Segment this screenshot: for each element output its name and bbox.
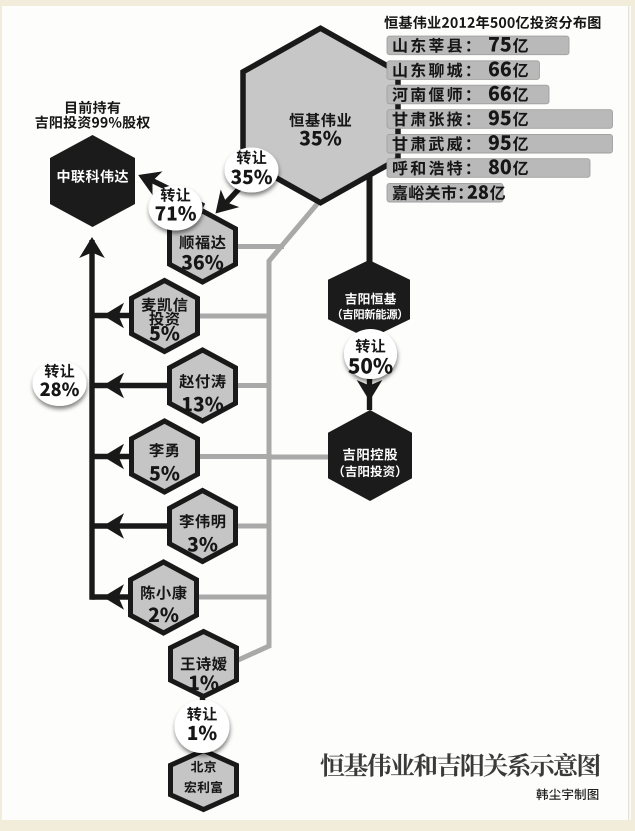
connector-hengji-to-wangshiyuan: [234, 198, 323, 664]
node-hexagon-zhonglianke: [50, 135, 135, 227]
node-alias-jiyanghengji: （吉阳新能源）: [325, 307, 415, 323]
node-share-shunfuda: 36%: [175, 250, 230, 274]
node-hexagon-jiyangkonggu: [328, 410, 412, 501]
node-label-zhonglianke: 中联科伟达: [50, 167, 134, 186]
bar-3-甘肃张掖: [386, 109, 613, 129]
arrowhead-up-zhonglianke: [79, 237, 105, 258]
bar-1-label: 山东聊城：: [390, 60, 487, 81]
node-label1-honglifu: 北京: [185, 759, 223, 777]
transfer-share-t50: 50%: [342, 353, 399, 379]
node-share-liweiming: 3%: [181, 532, 224, 556]
node-label-liweiming: 李伟明: [173, 512, 232, 532]
gray-connectors: [198, 198, 329, 664]
bar-4-label: 甘肃武威：: [390, 134, 487, 155]
arrowhead-row-chenxiaokang: [103, 584, 124, 610]
bar-1-unit: 亿: [510, 60, 534, 81]
arrowhead-row-liyong: [103, 443, 124, 470]
node-share-maikaixin: 5%: [143, 321, 186, 345]
bar-0-unit: 亿: [510, 36, 534, 57]
node-hexagon-liweiming: [167, 487, 238, 565]
node-label-zhaofutao: 赵付涛: [173, 372, 232, 392]
transfer-share-t35: 35%: [225, 165, 279, 189]
bar-0-label: 山东莘县：: [390, 36, 487, 57]
bar-2-label: 河南偃师：: [390, 85, 487, 106]
transfer-share-t71: 71%: [149, 202, 203, 226]
bar-4-unit: 亿: [510, 134, 534, 155]
node-alias-jiyangkonggu: （吉阳投资）: [326, 463, 414, 481]
arrowhead-row-zhaofutao: [103, 372, 124, 399]
arrowhead-transfer71: [138, 171, 163, 195]
node-label-chenxiaokang: 陈小康: [134, 583, 193, 603]
node-hexagon-liyong: [129, 418, 200, 495]
node-share-liyong: 5%: [143, 461, 186, 485]
node-share-hengjiweiye: 35%: [293, 126, 348, 150]
bar-6-unit: 亿: [487, 183, 511, 204]
bar-3-unit: 亿: [510, 109, 534, 130]
bar-5-unit: 亿: [510, 158, 534, 179]
bar-2-unit: 亿: [510, 85, 534, 106]
bar-5-label: 呼和浩特：: [390, 158, 487, 179]
node-hexagon-wangshiyuan: [168, 628, 239, 700]
paper-fold-line: [628, 6, 630, 820]
arrowhead-row-liweiming: [103, 513, 124, 539]
node-label2-honglifu: 宏利富: [178, 779, 229, 797]
transfer-share-t1: 1%: [181, 721, 223, 745]
footer-title: 恒基伟业和吉阳关系示意图: [318, 750, 607, 780]
holding-note-line2: 吉阳投资99%股权: [29, 114, 157, 133]
node-share-chenxiaokang: 2%: [142, 603, 185, 627]
transfer-badge-t71: [148, 185, 203, 231]
node-share-zhaofutao: 13%: [175, 392, 230, 416]
node-hexagon-honglifu: [168, 747, 239, 813]
credit: 韩尘宇制图: [534, 786, 605, 804]
bar-3-label: 甘肃张掖：: [390, 109, 487, 130]
arrowhead-transfer50: [356, 380, 383, 401]
arrowhead-transfer35: [215, 189, 240, 214]
transfer-share-t28: 28%: [34, 378, 86, 401]
arrowhead-row-maikaixin: [103, 302, 124, 329]
chart-title: 恒基伟业2012年500亿投资分布图: [382, 14, 607, 33]
node-label-liyong: 李勇: [143, 441, 186, 461]
node-share-wangshiyuan: 1%: [182, 671, 225, 695]
node-label-jiyangkonggu: 吉阳控股: [336, 446, 403, 464]
